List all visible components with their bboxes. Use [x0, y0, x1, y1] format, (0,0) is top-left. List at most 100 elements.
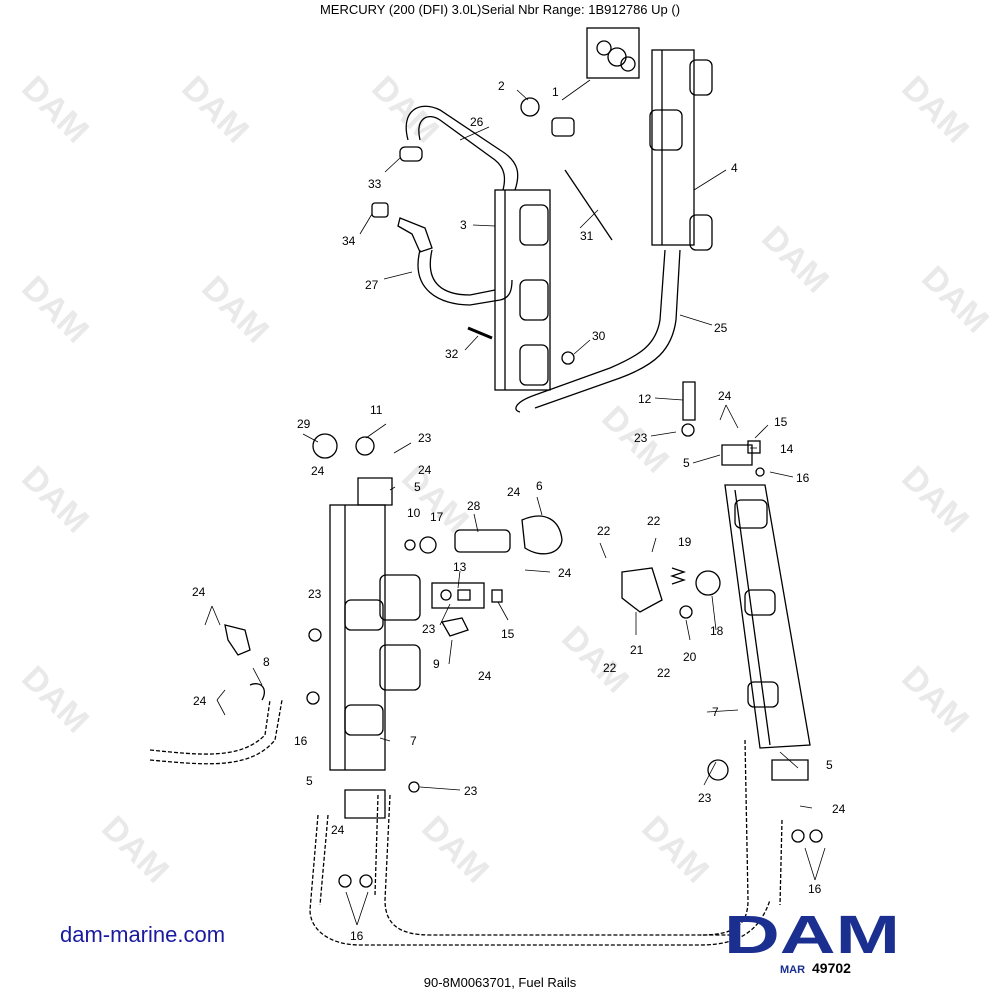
callout-29: 29: [297, 417, 311, 431]
part-23-oring-center: [408, 781, 420, 793]
callout-24d: 24: [507, 485, 521, 499]
part-9-clip: [440, 617, 469, 637]
part-23-oring-left: [308, 628, 322, 642]
callout-17: 17: [430, 510, 444, 524]
callout-21: 21: [630, 643, 644, 657]
part-33-clamp: [399, 146, 423, 162]
callout-10: 10: [407, 506, 421, 520]
watermark: DAM: [414, 809, 496, 891]
callout-4: 4: [731, 161, 738, 175]
callout-5b: 5: [414, 480, 421, 494]
callout-5a: 5: [683, 456, 690, 470]
callout-9: 9: [433, 657, 440, 671]
hose-25-outline: [534, 249, 681, 409]
part-19-spring: [669, 567, 687, 585]
part-11-cap: [355, 436, 375, 456]
part-29-plug: [312, 433, 338, 459]
part-10-oring: [404, 539, 416, 551]
watermark: DAM: [554, 619, 636, 701]
logo-main-text: DAM: [724, 905, 900, 965]
callout-16b: 16: [294, 734, 308, 748]
watermark: DAM: [914, 259, 996, 341]
watermark: DAM: [364, 69, 446, 151]
watermark: DAM: [14, 659, 96, 741]
callout-23b: 23: [418, 431, 432, 445]
hose-26: [405, 105, 519, 191]
callout-15a: 15: [774, 415, 788, 429]
part-17-oring: [419, 536, 437, 554]
dam-marine-logo: DAM MAR 49702: [724, 905, 900, 975]
callout-24g: 24: [478, 669, 492, 683]
diagram-title: MERCURY (200 (DFI) 3.0L)Serial Nbr Range…: [319, 2, 681, 17]
part-34-cap: [371, 202, 389, 218]
callout-3: 3: [460, 218, 467, 232]
callout-24f: 24: [192, 585, 206, 599]
part-23-oring-right: [681, 423, 695, 437]
callout-8: 8: [263, 655, 270, 669]
callout-16d: 16: [350, 929, 364, 943]
callout-23e: 23: [464, 784, 478, 798]
watermark: DAM: [14, 69, 96, 151]
callout-23a: 23: [634, 431, 648, 445]
callout-20: 20: [683, 650, 697, 664]
callout-22b: 22: [647, 514, 661, 528]
part-16-oring-right-top: [755, 467, 765, 477]
watermark: DAM: [894, 659, 976, 741]
callout-25: 25: [714, 321, 728, 335]
fuel-rail-3: [494, 189, 551, 391]
callout-6: 6: [536, 479, 543, 493]
hose-left-feed: [309, 814, 771, 946]
part-8-clip: [249, 683, 265, 701]
callout-5c: 5: [826, 758, 833, 772]
callout-14: 14: [780, 442, 794, 456]
callout-24b: 24: [311, 464, 325, 478]
part-31-tie: [564, 169, 613, 241]
callout-15b: 15: [501, 627, 515, 641]
part-16-oring-right: [791, 829, 805, 843]
hose-27-outline: [429, 249, 496, 296]
hose-right-lower: [699, 739, 749, 936]
part-16-oring-bottom-left-2: [359, 874, 373, 888]
hose-left-lower: [149, 699, 271, 755]
callout-7b: 7: [410, 734, 417, 748]
watermark: DAM: [754, 219, 836, 301]
watermark: DAM: [394, 459, 476, 541]
part-16-oring-left: [306, 691, 320, 705]
watermark: DAM: [14, 459, 96, 541]
fuel-rail-left: [329, 504, 386, 771]
diagram-caption: 90-8M0063701, Fuel Rails: [423, 975, 577, 990]
callout-31: 31: [580, 229, 594, 243]
part-28-injector: [454, 529, 511, 553]
fuel-rail-4: [651, 49, 695, 246]
callout-23d: 23: [422, 622, 436, 636]
callout-26: 26: [470, 115, 484, 129]
hose-27: [417, 249, 513, 306]
part-16-oring-right-2: [809, 829, 823, 843]
callout-2: 2: [498, 79, 505, 93]
part-6-cover: [521, 515, 563, 555]
fuel-rail-right: [724, 484, 811, 749]
callout-18: 18: [710, 624, 724, 638]
part-14-fitting: [747, 440, 761, 454]
part-8-bracket: [224, 624, 251, 656]
callout-22d: 22: [657, 666, 671, 680]
watermark: DAM: [894, 459, 976, 541]
watermark: DAM: [14, 269, 96, 351]
part-5-bracket-left-top: [357, 477, 393, 506]
part-27-fitting: [397, 217, 433, 253]
callout-23c: 23: [308, 587, 322, 601]
callout-13: 13: [453, 560, 467, 574]
part-21-regulator: [621, 567, 663, 613]
part-1-connector: [551, 117, 575, 137]
callout-30: 30: [592, 329, 606, 343]
callout-24j: 24: [331, 823, 345, 837]
website-link[interactable]: dam-marine.com: [60, 922, 226, 947]
callout-19: 19: [678, 535, 692, 549]
part-20-oring: [679, 605, 693, 619]
part-5-bracket-right-bottom: [771, 759, 809, 781]
callout-24e: 24: [558, 566, 572, 580]
part-12-fitting: [682, 381, 696, 421]
callout-28: 28: [467, 499, 481, 513]
callout-24a: 24: [718, 389, 732, 403]
